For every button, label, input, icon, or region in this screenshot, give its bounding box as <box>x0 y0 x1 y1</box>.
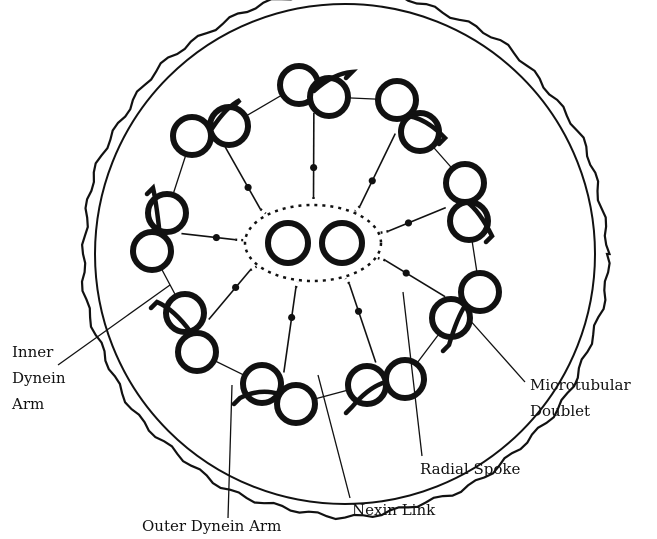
label-inner-dynein-arm-line3: Arm <box>11 395 44 413</box>
spoke-projection <box>346 278 350 283</box>
microtubular-doublet <box>133 188 186 270</box>
radial-spoke <box>284 288 296 373</box>
radial-spoke <box>225 147 260 209</box>
microtubular-doublet <box>432 273 499 351</box>
spoke-projection <box>296 282 298 288</box>
spoke-head <box>403 269 410 276</box>
a-tubule <box>446 164 484 202</box>
radial-spokes-group <box>181 113 445 373</box>
label-microtubular-doublet-line2: Doublet <box>530 402 590 420</box>
spoke-projection <box>378 258 385 260</box>
spoke-head <box>232 284 239 291</box>
b-tubule <box>243 365 281 403</box>
label-inner-dynein-arm-line2: Dynein <box>12 369 66 387</box>
radial-spoke <box>349 284 376 363</box>
leader-outer-dynein-arm <box>228 385 232 518</box>
microtubular-doublet <box>151 294 216 371</box>
spoke-projection <box>250 267 256 271</box>
leader-inner-dynein-arm <box>58 285 170 365</box>
radial-spoke <box>388 208 445 232</box>
microtubular-doublet <box>280 66 352 116</box>
radial-spoke <box>209 270 250 319</box>
label-radial-spoke: Radial Spoke <box>420 460 520 478</box>
spoke-head <box>355 308 362 315</box>
spoke-head <box>244 184 251 191</box>
radial-spoke <box>360 134 395 207</box>
microtubular-doublet <box>173 100 248 155</box>
microtubular-doublet <box>234 365 315 423</box>
spoke-head <box>369 177 376 184</box>
label-microtubular-doublet-line1: Microtubular <box>530 376 631 394</box>
spoke-projection <box>260 209 265 213</box>
spoke-head <box>213 234 220 241</box>
b-tubule <box>310 78 348 116</box>
label-nexin-link: Nexin Link <box>352 501 436 519</box>
spoke-projection <box>381 231 389 233</box>
a-tubule <box>178 333 216 371</box>
microtubular-doublet <box>378 81 445 151</box>
spoke-head <box>405 219 412 226</box>
spoke-head <box>310 164 317 171</box>
spoke-head <box>288 314 295 321</box>
spoke-projection <box>355 206 360 211</box>
central-microtubule-right <box>322 223 362 263</box>
leader-microtubular-doublet <box>468 318 525 382</box>
microtubular-doublet <box>446 164 492 242</box>
radial-spoke <box>385 260 445 296</box>
label-outer-dynein-arm: Outer Dynein Arm <box>142 517 281 535</box>
a-tubule <box>133 232 171 270</box>
central-microtubule-left <box>268 223 308 263</box>
a-tubule <box>386 360 424 398</box>
label-inner-dynein-arm-line1: Inner <box>12 343 54 361</box>
a-tubule <box>173 117 211 155</box>
microtubular-doublets-group <box>133 66 499 423</box>
radial-spoke <box>181 234 235 240</box>
